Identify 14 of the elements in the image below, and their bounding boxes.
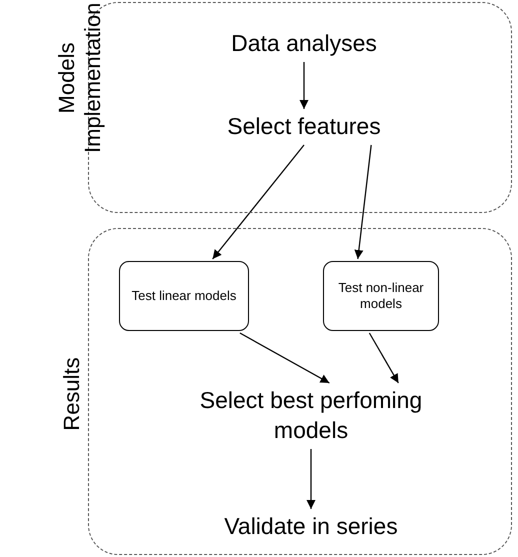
step-text: Select features (184, 111, 424, 143)
arrow (300, 62, 308, 109)
step-text: Validate in series (201, 511, 421, 543)
step-text: Data analyses (204, 28, 404, 60)
arrow (212, 144, 304, 260)
step-text: Select best perfoming models (196, 385, 426, 447)
section-heading: Models Implementation (54, 3, 106, 153)
process-box: Test linear models (119, 261, 249, 331)
section-heading: Results (59, 356, 85, 433)
arrow (354, 144, 372, 260)
arrow (240, 332, 330, 384)
arrow (368, 332, 399, 384)
arrow (306, 449, 316, 509)
process-box: Test non-linear models (323, 261, 439, 331)
